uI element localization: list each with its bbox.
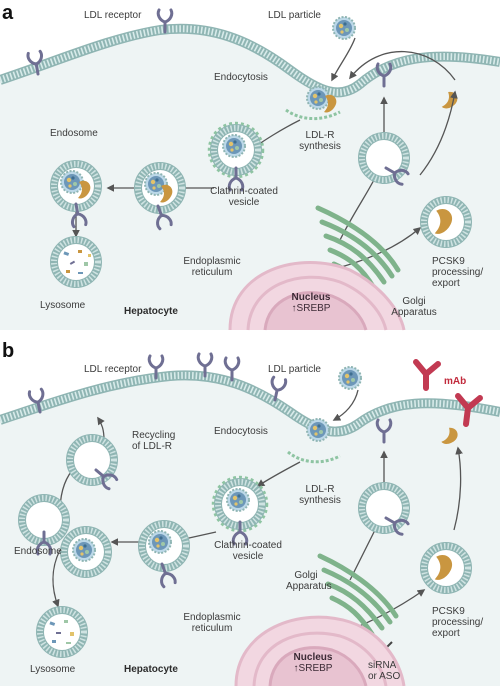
label-er-a: Endoplasmic reticulum	[180, 256, 244, 278]
label-er-b: Endoplasmic reticulum	[180, 612, 244, 634]
label-golgi-b-2: Apparatus	[286, 581, 332, 592]
label-hepatocyte-b: Hepatocyte	[124, 664, 178, 675]
ldlr-synthesis-vesicle-b	[362, 486, 406, 530]
label-pcsk9-b-1: PCSK9	[432, 606, 465, 617]
label-srebp-b: ↑SREBP	[293, 663, 333, 674]
label-ldlr-synthesis-a: LDL-R synthesis	[296, 130, 344, 152]
panel-a	[0, 8, 500, 331]
label-ldl-receptor-a: LDL receptor	[84, 10, 142, 21]
label-nucleus-b: Nucleus ↑SREBP	[278, 652, 348, 674]
label-hepatocyte-a: Hepatocyte	[124, 306, 178, 317]
label-ldl-receptor-b: LDL receptor	[84, 364, 142, 375]
label-golgi-a: Golgi Apparatus	[384, 296, 444, 318]
panel-a-letter: a	[2, 2, 14, 24]
label-sirna-b: siRNA or ASO	[368, 660, 400, 682]
label-sirna-b-1: siRNA	[368, 660, 397, 671]
label-endosome-b: Endosome	[14, 546, 62, 557]
label-golgi-a-1: Golgi	[402, 296, 426, 307]
label-ldlr-synthesis-a-1: LDL-R	[305, 130, 335, 141]
label-endocytosis-a: Endocytosis	[214, 72, 268, 83]
lysosome-a	[54, 240, 98, 284]
label-clathrin-b: Clathrin-coated vesicle	[210, 540, 286, 562]
label-ldlr-synthesis-b-1: LDL-R	[305, 484, 335, 495]
label-pcsk9-a-3: export	[432, 278, 460, 289]
label-pcsk9-a-1: PCSK9	[432, 256, 465, 267]
ldl-bound-a	[306, 86, 330, 110]
label-recycling-b-1: Recycling	[132, 430, 176, 441]
label-srebp-a: ↑SREBP	[291, 303, 331, 314]
lysosome-b	[40, 610, 84, 654]
label-nucleus-b-title: Nucleus	[293, 652, 333, 663]
label-nucleus-a-title: Nucleus	[291, 292, 331, 303]
label-er-a-1: Endoplasmic	[183, 256, 241, 267]
label-er-a-2: reticulum	[191, 267, 233, 278]
label-clathrin-a-1: Clathrin-coated	[210, 186, 278, 197]
label-er-b-1: Endoplasmic	[183, 612, 241, 623]
label-ldl-particle-b: LDL particle	[268, 364, 321, 375]
label-er-b-2: reticulum	[191, 623, 233, 634]
ldl-particle-a	[332, 16, 356, 40]
label-endosome-a: Endosome	[50, 128, 98, 139]
ldlr-synthesis-vesicle-a	[362, 136, 406, 180]
label-golgi-a-2: Apparatus	[391, 307, 437, 318]
mab-antibody-2	[455, 393, 483, 427]
label-clathrin-a-2: vesicle	[228, 197, 260, 208]
label-pcsk9-a: PCSK9 processing/ export	[432, 256, 483, 289]
label-pcsk9-a-2: processing/	[432, 267, 484, 278]
label-golgi-b: Golgi Apparatus	[286, 570, 332, 592]
label-lysosome-a: Lysosome	[40, 300, 86, 311]
label-ldlr-synthesis-b-2: synthesis	[299, 495, 341, 506]
label-endocytosis-b: Endocytosis	[214, 426, 268, 437]
label-nucleus-a: Nucleus ↑SREBP	[276, 292, 346, 314]
panel-b-letter: b	[2, 340, 15, 362]
label-pcsk9-b-2: processing/	[432, 617, 484, 628]
panel-b	[0, 352, 500, 686]
label-mab: mAb	[444, 376, 467, 387]
mab-antibody-1	[413, 359, 441, 391]
label-lysosome-b: Lysosome	[30, 664, 76, 675]
label-sirna-b-2: or ASO	[368, 671, 401, 682]
lysosome-fragments-a	[63, 250, 91, 274]
label-clathrin-b-2: vesicle	[232, 551, 264, 562]
label-ldl-particle-a: LDL particle	[268, 10, 321, 21]
label-recycling-b-2: of LDL-R	[132, 441, 173, 452]
label-ldlr-synthesis-b: LDL-R synthesis	[296, 484, 344, 506]
label-recycling-b: Recycling of LDL-R	[132, 430, 175, 452]
label-pcsk9-b: PCSK9 processing/ export	[432, 606, 483, 639]
er-nucleus-b	[234, 615, 406, 686]
lysosome-fragments-b	[49, 620, 74, 644]
ldl-particle-b	[338, 366, 362, 390]
label-pcsk9-b-3: export	[432, 628, 460, 639]
label-clathrin-a: Clathrin-coated vesicle	[206, 186, 282, 208]
label-clathrin-b-1: Clathrin-coated	[214, 540, 282, 551]
label-golgi-b-1: Golgi	[294, 570, 318, 581]
er-nucleus-a	[228, 261, 406, 331]
label-ldlr-synthesis-a-2: synthesis	[299, 141, 341, 152]
